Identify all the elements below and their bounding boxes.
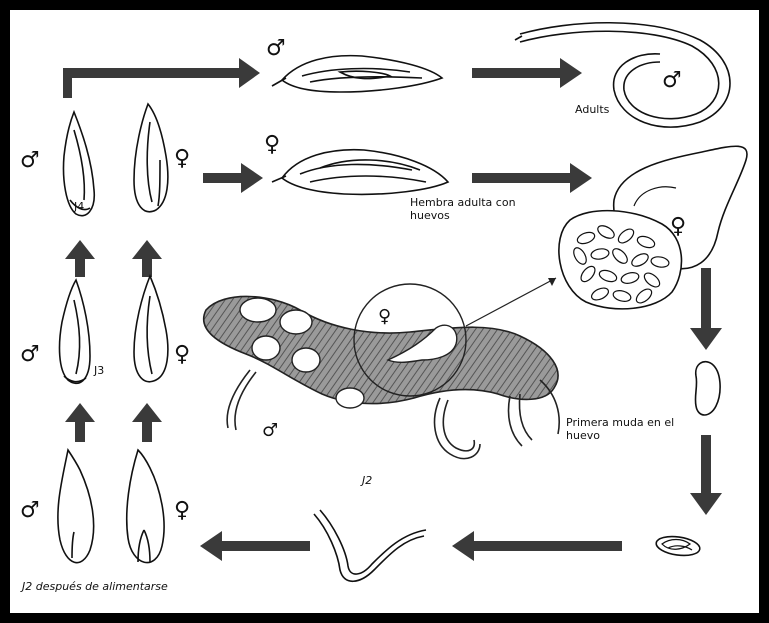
male-symbol-j3: ♂: [20, 344, 40, 366]
arrow-up-female-j2-to-j3: [132, 403, 162, 442]
male-symbol-j2: ♂: [20, 500, 40, 522]
pointer-line: [466, 278, 556, 326]
male-symbol-adult: ♂: [662, 70, 682, 92]
female-adult-with-egg-mass: [559, 146, 747, 309]
female-symbol-root: ♀: [378, 306, 391, 328]
male-symbol-top: ♂: [266, 38, 286, 60]
male-adult-developing: [272, 56, 442, 92]
male-symbol-root: ♂: [262, 420, 278, 442]
male-j2-fed-larva: [58, 450, 94, 563]
label-adults: Adults: [575, 103, 609, 116]
female-symbol-j4: ♀: [174, 148, 190, 170]
arrow-up-male-j2-to-j3: [65, 403, 95, 442]
label-j3: J3: [94, 364, 104, 377]
female-symbol-top: ♀: [264, 134, 280, 156]
label-first-molt-in-egg: Primera muda en el huevo: [566, 416, 676, 442]
arrow-up-female-j3-to-j4: [132, 240, 162, 277]
female-j2-fed-larva: [127, 450, 164, 563]
arrow-down-to-egg: [690, 268, 722, 350]
diagram-panel: ♂ ♀ ♂ ♀ ♂ ♀ ♂ ♀ ♂ ♀ ♀ ♂ Adults Hembra ad…: [10, 10, 759, 613]
female-adult-developing: [272, 150, 448, 195]
arrow-left-to-j2: [452, 531, 622, 561]
arrow-up-male-j3-to-j4: [65, 240, 95, 277]
female-j4-larva: [134, 104, 168, 212]
arrow-male-to-adult-male: [472, 58, 582, 88]
female-symbol-adult: ♀: [670, 216, 686, 238]
arrow-male-j4-to-adult: [63, 58, 260, 98]
male-symbol-j4: ♂: [20, 150, 40, 172]
arrow-down-to-hatching: [690, 435, 722, 515]
male-j3-larva: [60, 280, 90, 383]
label-j2: J2: [362, 474, 372, 487]
female-symbol-j2: ♀: [174, 500, 190, 522]
arrow-female-adult-to-egg-female: [472, 163, 592, 193]
hatching-egg: [655, 534, 701, 558]
arrow-female-j4-to-female-adult: [203, 163, 263, 193]
female-j3-larva: [134, 276, 168, 382]
egg: [695, 362, 720, 415]
label-j4: J4: [74, 200, 84, 213]
j2-juvenile-worm: [314, 510, 426, 581]
label-female-adult-with-eggs: Hembra adulta con huevos: [410, 196, 550, 222]
label-j2-after-feeding: J2 después de alimentarse: [22, 580, 168, 593]
arrow-left-to-j2-fed: [200, 531, 310, 561]
female-symbol-j3: ♀: [174, 344, 190, 366]
